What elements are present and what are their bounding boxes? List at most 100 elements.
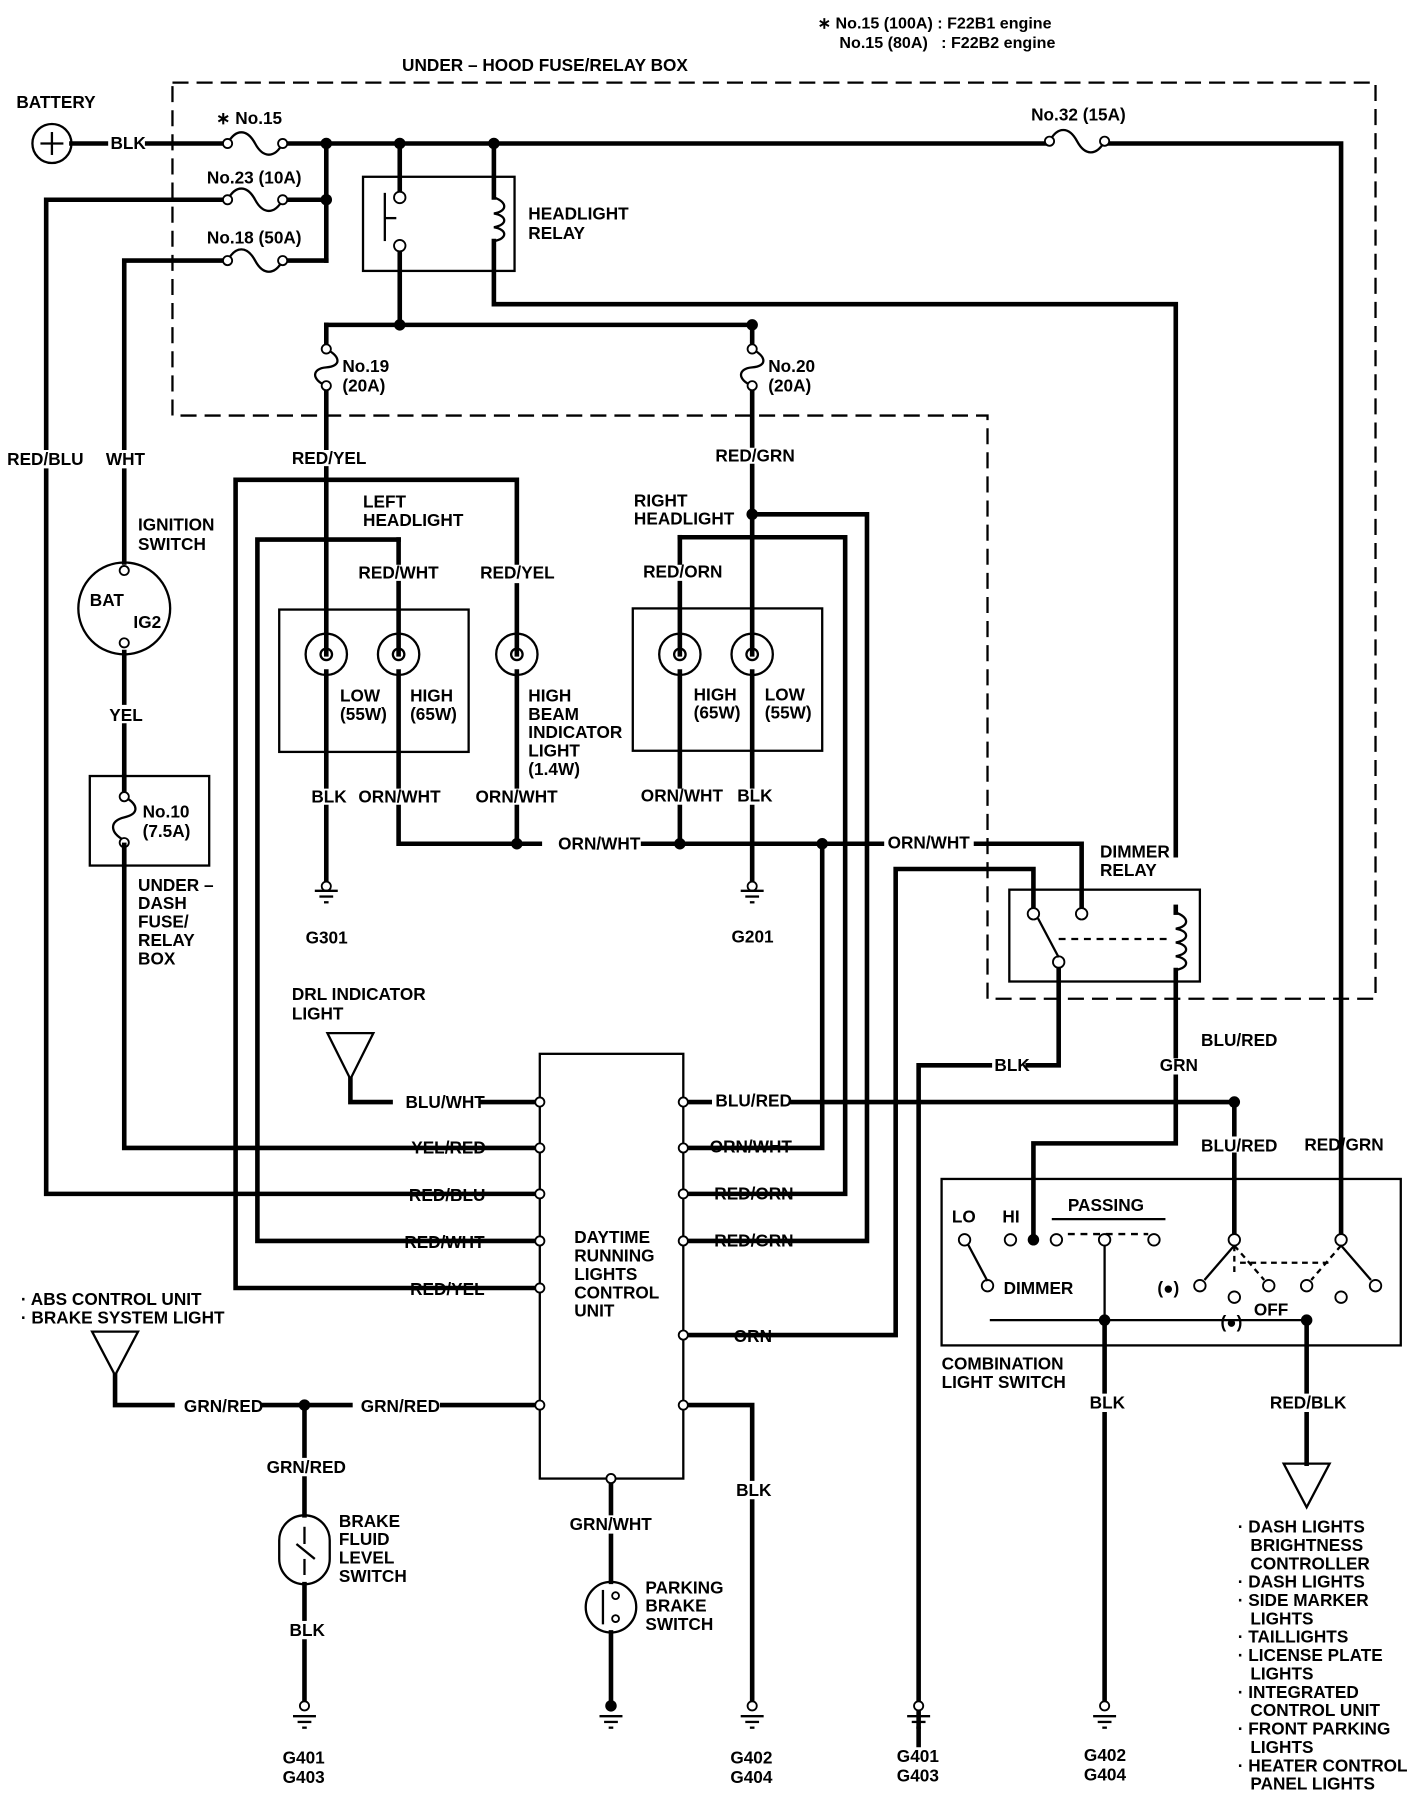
grn-red-label-1: GRN/RED xyxy=(184,1396,263,1416)
fuse-no20 xyxy=(739,343,765,392)
ignition-label-2: SWITCH xyxy=(138,534,206,554)
red-blk-label: RED/BLK xyxy=(1270,1393,1347,1413)
fuse19-label-2: (20A) xyxy=(342,375,385,395)
outputs-label-6: LIGHTS xyxy=(1250,1608,1313,1628)
orn-wht-label-a: ORN/WHT xyxy=(358,786,441,806)
grn-label: GRN xyxy=(1160,1055,1198,1075)
junction-dots xyxy=(298,137,1313,1411)
underdash-label-5: BOX xyxy=(138,948,176,968)
fuse15-label: ∗ No.15 xyxy=(216,108,282,128)
pin-blu-wht-label: BLU/WHT xyxy=(405,1092,485,1112)
drl-unit-label-4: CONTROL xyxy=(574,1282,659,1302)
brake-fluid-label-4: SWITCH xyxy=(339,1566,407,1586)
pin-red-grn-label: RED/GRN xyxy=(714,1231,793,1251)
abs-triangle xyxy=(90,1330,140,1378)
fuse-no23 xyxy=(222,187,289,213)
g401b-label: G401 xyxy=(897,1746,940,1766)
high-left-label-2: (65W) xyxy=(410,704,457,724)
orn-wht-mid-label: ORN/WHT xyxy=(558,833,641,853)
hbi-label-4: LIGHT xyxy=(528,741,580,761)
fuse20-label-1: No.20 xyxy=(768,356,815,376)
grn-red-label-3: GRN/RED xyxy=(267,1457,346,1477)
drl-unit-label-5: UNIT xyxy=(574,1301,615,1321)
ground-parking xyxy=(599,1700,623,1729)
drl-indicator-triangle xyxy=(325,1032,376,1082)
red-grn-switch-label: RED/GRN xyxy=(1304,1134,1383,1154)
hi-label: HI xyxy=(1002,1207,1019,1227)
fuse32-label: No.32 (15A) xyxy=(1031,105,1126,125)
g404a-label: G404 xyxy=(730,1767,773,1787)
underdash-label-4: RELAY xyxy=(138,930,195,950)
headlight-relay-label-2: RELAY xyxy=(528,223,585,243)
drl-pins-right xyxy=(677,1096,689,1411)
ground-g201 xyxy=(740,880,764,904)
outputs-label-8: · LICENSE PLATE xyxy=(1238,1645,1383,1665)
headlight-relay xyxy=(361,175,516,273)
abs-label-2: · BRAKE SYSTEM LIGHT xyxy=(21,1308,225,1328)
combination-switch-label-1: COMBINATION xyxy=(942,1354,1064,1374)
grn-red-label-2: GRN/RED xyxy=(361,1396,440,1416)
drl-indicator-label-1: DRL INDICATOR xyxy=(292,984,426,1004)
parking-brake-label-2: BRAKE xyxy=(645,1596,706,1616)
lo-label: LO xyxy=(952,1207,976,1227)
red-blu-label: RED/BLU xyxy=(7,449,83,469)
hbi-label-5: (1.4W) xyxy=(528,759,580,779)
fuse-no32 xyxy=(1043,128,1111,154)
fuse10-label-1: No.10 xyxy=(143,801,190,821)
brake-fluid-level-switch xyxy=(278,1514,331,1586)
pin-orn-wht-label: ORN/WHT xyxy=(710,1137,793,1157)
underhood-box-label: UNDER – HOOD FUSE/RELAY BOX xyxy=(402,55,688,75)
dimmer-relay-label-2: RELAY xyxy=(1100,860,1157,880)
drl-unit-label-3: LIGHTS xyxy=(574,1264,637,1284)
blk-brake-fluid-label: BLK xyxy=(290,1620,326,1640)
parking-brake-switch xyxy=(584,1580,638,1634)
pin-red-yel-label: RED/YEL xyxy=(410,1279,485,1299)
labels: ∗ No.15 (100A) : F22B1 engine No.15 (80A… xyxy=(7,15,1407,1794)
parking-brake-label-3: SWITCH xyxy=(645,1614,713,1634)
parking-brake-label-1: PARKING xyxy=(645,1577,723,1597)
pin-red-blu-label: RED/BLU xyxy=(409,1185,485,1205)
red-yel-label-2: RED/YEL xyxy=(480,563,555,583)
right-headlight-box xyxy=(631,607,824,752)
blk-battery-label: BLK xyxy=(110,133,146,153)
bat-label: BAT xyxy=(90,590,125,610)
high-right-label-1: HIGH xyxy=(694,684,737,704)
pin-red-wht-label: RED/WHT xyxy=(404,1232,485,1252)
dimmer-relay xyxy=(1008,888,1202,983)
outputs-label-5: · SIDE MARKER xyxy=(1238,1590,1370,1610)
outputs-label-11: CONTROL UNIT xyxy=(1250,1700,1380,1720)
fuse-no18 xyxy=(222,248,289,273)
ignition-label-1: IGNITION xyxy=(138,514,214,534)
fuse19-label-1: No.19 xyxy=(342,356,389,376)
outputs-label-10: · INTEGRATED xyxy=(1238,1682,1359,1702)
ground-g402-left xyxy=(740,1700,764,1729)
g201-label: G201 xyxy=(732,926,775,946)
fuse18-label: No.18 (50A) xyxy=(207,227,302,247)
fuse-no15 xyxy=(222,131,289,156)
outputs-label-14: · HEATER CONTROL xyxy=(1238,1755,1408,1775)
dot-paren-label-2: (●) xyxy=(1221,1312,1243,1332)
orn-wht-label-b: ORN/WHT xyxy=(476,786,559,806)
low-right-label-1: LOW xyxy=(765,684,806,704)
outputs-label-12: · FRONT PARKING xyxy=(1238,1719,1391,1739)
fuse23-label: No.23 (10A) xyxy=(207,168,302,188)
outputs-label-3: CONTROLLER xyxy=(1250,1553,1370,1573)
ground-g402-right xyxy=(1093,1700,1117,1729)
red-yel-label-1: RED/YEL xyxy=(292,448,367,468)
g401a-label: G401 xyxy=(283,1747,326,1767)
underhood-box-outline xyxy=(171,81,1377,1000)
drl-unit-label-2: RUNNING xyxy=(574,1246,654,1266)
left-headlight-box xyxy=(278,608,470,754)
outputs-label-1: · DASH LIGHTS xyxy=(1238,1517,1365,1537)
battery-label: BATTERY xyxy=(16,92,96,112)
grn-wht-label: GRN/WHT xyxy=(570,1514,653,1534)
wires xyxy=(43,141,1344,1748)
blu-red-top-label: BLU/RED xyxy=(1201,1030,1277,1050)
left-headlight-label-2: HEADLIGHT xyxy=(363,510,464,530)
note-line2: No.15 (80A) : F22B2 engine xyxy=(839,34,1055,52)
red-grn-label-1: RED/GRN xyxy=(715,445,794,465)
hbi-label-3: INDICATOR xyxy=(528,722,623,742)
bulb-right-high xyxy=(658,632,702,677)
brake-fluid-label-2: FLUID xyxy=(339,1529,390,1549)
